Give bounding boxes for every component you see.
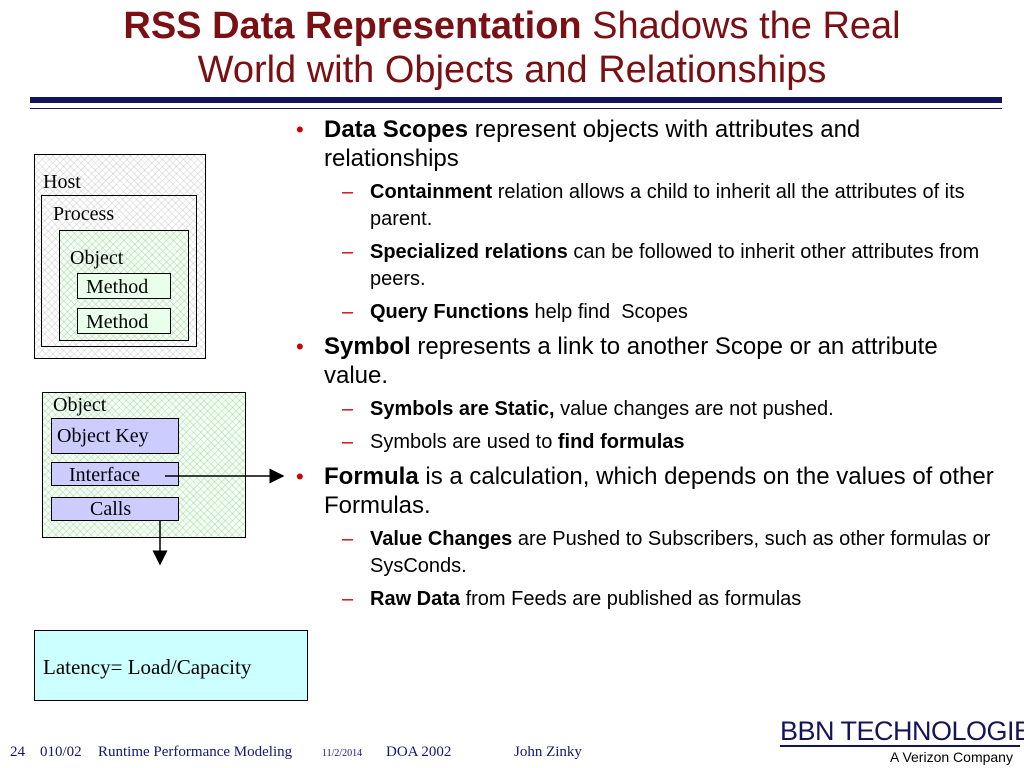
object-detail-label: Object	[53, 394, 107, 416]
bullet-list: • Data Scopes represent objects with att…	[296, 115, 996, 619]
object-key-label: Object Key	[57, 425, 149, 447]
sub-bullet-symbols-static: – Symbols are Static, value changes are …	[296, 396, 996, 423]
bullet-data-scopes-text: represent objects with attributes and re…	[324, 116, 861, 172]
bullet-symbol: • Symbol represents a link to another Sc…	[296, 332, 996, 390]
calls-box: Calls	[51, 497, 179, 521]
bullet-dot: •	[296, 464, 304, 489]
sub-bullet-symbols-static-bold: Symbols are Static,	[370, 398, 555, 420]
sub-bullet-containment: – Containment relation allows a child to…	[296, 179, 996, 233]
footer-author: John Zinky	[514, 744, 582, 760]
object-key-box: Object Key	[51, 418, 179, 454]
sub-bullet-query-bold: Query Functions	[370, 301, 529, 323]
sub-bullet-symbols-used-bold: find formulas	[557, 431, 685, 453]
sub-bullet-symbols-static-text: value changes are not pushed.	[554, 398, 834, 420]
bullet-dot: •	[296, 117, 304, 142]
sub-bullet-specialized: – Specialized relations can be followed …	[296, 239, 996, 293]
logo-tagline: A Verizon Company	[890, 749, 1013, 765]
sub-bullet-dash: –	[342, 181, 354, 203]
footer-conference: DOA 2002	[386, 744, 452, 760]
method-box-1: Method	[77, 273, 171, 299]
bullet-data-scopes-bold: Data Scopes	[324, 116, 469, 143]
sub-bullet-raw-data-text: from Feeds are published as formulas	[460, 588, 802, 610]
sub-bullet-value-changes-text: are Pushed to Subscribers, such as other…	[370, 528, 991, 577]
sub-bullet-symbols-used: – Symbols are used to find formulas	[296, 429, 996, 456]
method-box-2: Method	[77, 308, 171, 334]
object-label: Object	[70, 247, 124, 269]
footer-subject: Runtime Performance Modeling	[98, 744, 293, 760]
latency-label: Latency= Load/Capacity	[43, 655, 252, 679]
sub-bullet-dash: –	[342, 588, 354, 610]
slide-title: RSS Data Representation Shadows the Real…	[0, 4, 1024, 92]
title-line-2: World with Objects and Relationships	[197, 49, 827, 91]
bullet-formula-text: is a calculation, which depends on the v…	[324, 463, 994, 519]
bbn-logo: BBN TECHNOLOGIES	[780, 716, 1024, 746]
bullet-symbol-text: represents a link to another Scope or an…	[324, 333, 938, 389]
sub-bullet-symbols-used-text: Symbols are used to	[370, 431, 558, 453]
sub-bullet-value-changes-bold: Value Changes	[370, 528, 513, 550]
footer-code: 010/02	[40, 744, 82, 760]
bullet-formula-bold: Formula	[324, 463, 419, 490]
process-label: Process	[53, 203, 115, 225]
host-label: Host	[43, 171, 81, 193]
footer-page-number: 24	[10, 744, 25, 760]
title-rule-thin	[30, 108, 1002, 109]
footer-date: 11/2/2014	[322, 748, 363, 759]
interface-box: Interface	[51, 462, 179, 486]
sub-bullet-dash: –	[342, 301, 354, 323]
logo-rule	[780, 745, 1020, 747]
sub-bullet-raw-data-bold: Raw Data	[370, 588, 461, 610]
interface-label: Interface	[69, 464, 141, 486]
title-bold: RSS Data Representation	[123, 5, 582, 47]
sub-bullet-dash: –	[342, 241, 354, 263]
sub-bullet-raw-data: – Raw Data from Feeds are published as f…	[296, 586, 996, 613]
bullet-data-scopes: • Data Scopes represent objects with att…	[296, 115, 996, 173]
title-line-1: RSS Data Representation Shadows the Real	[0, 4, 1024, 48]
sub-bullet-containment-bold: Containment	[370, 181, 493, 203]
latency-box: Latency= Load/Capacity	[34, 630, 308, 701]
sub-bullet-value-changes: – Value Changes are Pushed to Subscriber…	[296, 526, 996, 580]
bullet-symbol-bold: Symbol	[324, 333, 411, 360]
sub-bullet-specialized-bold: Specialized relations	[370, 241, 568, 263]
sub-bullet-query-text: help find Scopes	[528, 301, 688, 323]
sub-bullet-query: – Query Functions help find Scopes	[296, 299, 996, 326]
bullet-dot: •	[296, 334, 304, 359]
sub-bullet-containment-text: relation allows a child to inherit all t…	[370, 181, 965, 230]
sub-bullet-dash: –	[342, 398, 354, 420]
title-rule	[30, 97, 1002, 103]
sub-bullet-specialized-text: can be followed to inherit other attribu…	[370, 241, 980, 290]
calls-label: Calls	[90, 498, 132, 520]
method-label-1: Method	[86, 276, 149, 298]
sub-bullet-dash: –	[342, 431, 354, 453]
method-label-2: Method	[86, 311, 149, 333]
bullet-formula: • Formula is a calculation, which depend…	[296, 462, 996, 520]
sub-bullet-dash: –	[342, 528, 354, 550]
title-rest: Shadows the Real	[581, 5, 901, 47]
